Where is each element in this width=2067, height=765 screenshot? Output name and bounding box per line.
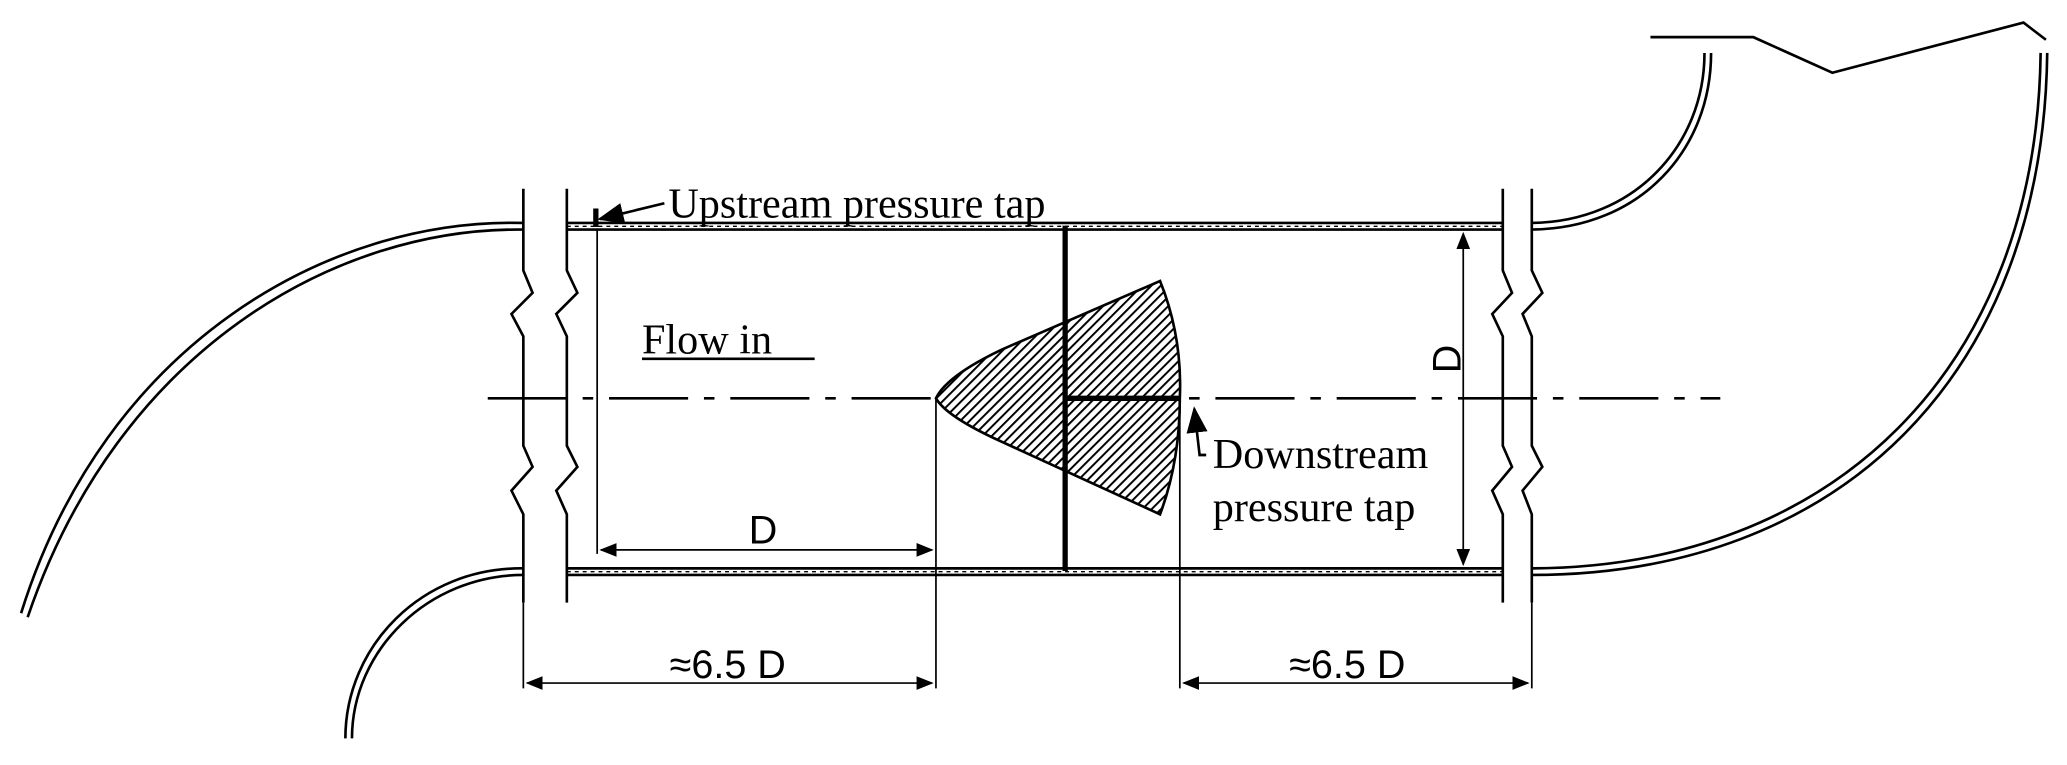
upstream-tap-leader [597,201,665,224]
upstream-bend [19,221,524,739]
upstream-length-label: ≈6.5 D [670,643,786,687]
pipe-wall-bottom [566,567,1503,577]
downstream-length-label: ≈6.5 D [1289,643,1405,687]
upstream-tap-marker [593,208,599,227]
flow-in-label: Flow in [642,316,772,363]
dimension-d-vertical-label: D [1426,345,1470,374]
dimension-d-label: D [749,508,778,552]
upstream-tap-label: Upstream pressure tap [668,181,1045,228]
downstream-tap-leader [1186,406,1208,457]
downstream-tap-label-2: pressure tap [1213,484,1416,531]
downstream-flange [1490,188,1544,603]
pipe-wall-top [566,221,1503,231]
downstream-tap-label-1: Downstream [1213,431,1429,478]
upstream-flange [509,188,579,603]
downstream-bend [1531,21,2049,577]
